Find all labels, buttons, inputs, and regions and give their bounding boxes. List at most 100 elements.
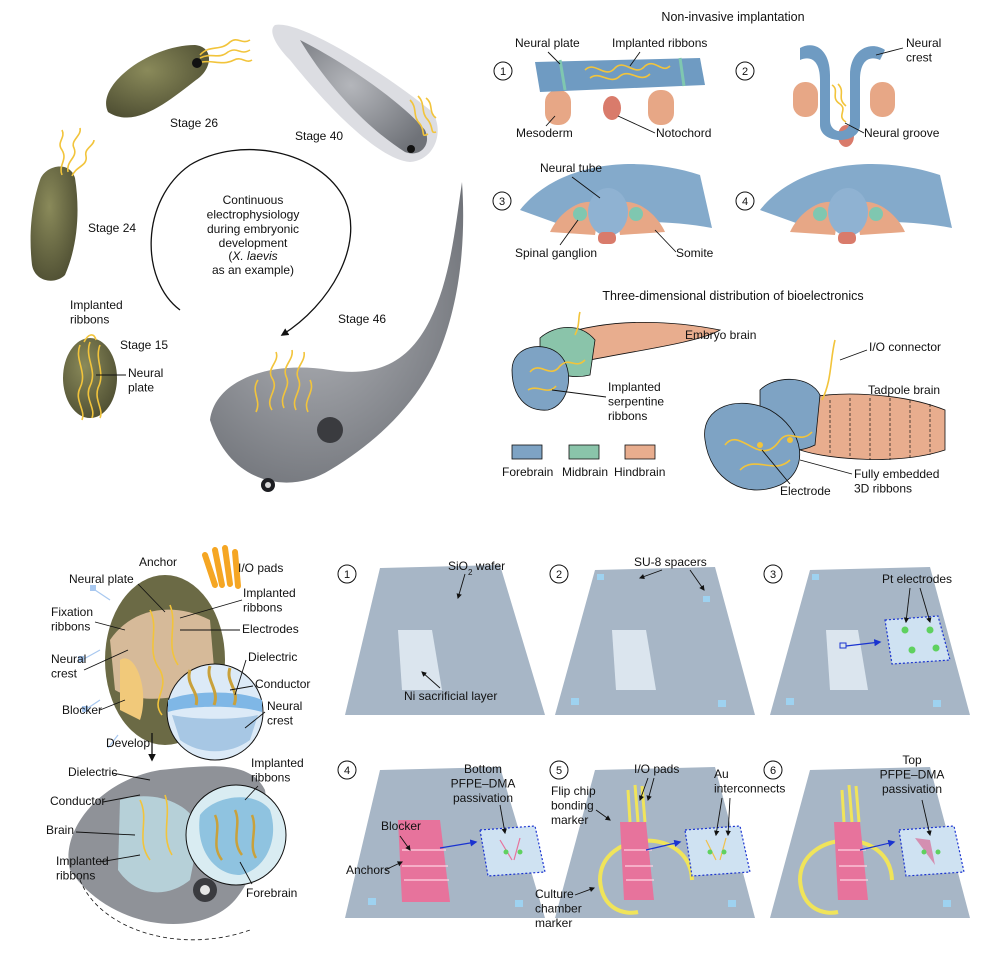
cycle-species-line: (X. laevis	[228, 249, 277, 263]
neural-plate-label-d: Neural plate	[69, 572, 134, 586]
development-cycle-arrow	[150, 148, 352, 336]
panel-e-fabrication: 1 SiO2 wafer Ni sacrificial layer 2 SU-8…	[337, 555, 970, 930]
stage-24-label: Stage 24	[88, 221, 136, 235]
implant-step-4: 4	[735, 164, 952, 244]
somite-label: Somite	[676, 246, 714, 260]
legend-swatch-forebrain	[511, 444, 543, 460]
legend-label-forebrain: Forebrain	[502, 465, 553, 479]
cycle-tail: as an example)	[212, 263, 294, 277]
dielectric-label-d: Dielectric	[248, 650, 297, 664]
stage-24-embryo	[30, 127, 95, 281]
stage-26-label: Stage 26	[170, 116, 218, 130]
implant-step-4-number: 4	[742, 196, 748, 208]
panel-b-title: Non-invasive implantation	[661, 10, 804, 24]
io-pads-label-e: I/O pads	[634, 762, 679, 776]
implant-step-3: 3	[492, 164, 712, 244]
io-pads-label-d: I/O pads	[238, 561, 283, 575]
conductor-label-d: Conductor	[255, 677, 310, 691]
develop-label: Develop	[106, 736, 150, 750]
anchor-label: Anchor	[139, 555, 177, 569]
fab-step-5-number: 5	[556, 765, 562, 777]
legend-swatch-midbrain	[568, 444, 600, 460]
stage-46-tadpole	[210, 182, 464, 492]
sio2-main: SiO	[448, 559, 468, 573]
cycle-species: X. laevis	[231, 249, 277, 263]
magnified-circle-top	[166, 663, 264, 761]
magnified-circle-bottom	[185, 784, 287, 886]
electrode-label: Electrode	[780, 484, 831, 498]
panel-c-title: Three-dimensional distribution of bioele…	[602, 289, 863, 303]
fab-step-2-number: 2	[556, 569, 562, 581]
stage-40-tadpole	[272, 24, 438, 163]
implant-step-1-number: 1	[500, 66, 506, 78]
notochord-label: Notochord	[656, 126, 711, 140]
fab-step-4: 4	[337, 760, 546, 918]
forebrain-label-d: Forebrain	[246, 886, 297, 900]
fab-step-3: 3	[763, 564, 970, 715]
stage-40-label: Stage 40	[295, 129, 343, 143]
fab-step-6-number: 6	[770, 765, 776, 777]
panel-b-implantation: Non-invasive implantation 1 Neural plate…	[492, 10, 952, 260]
implant-step-2-number: 2	[742, 66, 748, 78]
anchors-label: Anchors	[346, 863, 390, 877]
legend-swatch-hindbrain	[624, 444, 656, 460]
fab-step-2: 2	[549, 564, 755, 715]
fab-step-1-number: 1	[344, 569, 350, 581]
fab-step-4-number: 4	[344, 765, 350, 777]
implant-step-2: 2	[735, 45, 895, 147]
implant-step-1: 1	[493, 57, 705, 125]
tadpole-brain-label: Tadpole brain	[868, 383, 940, 397]
legend-label-hindbrain: Hindbrain	[614, 465, 665, 479]
stage-15-embryo	[63, 334, 117, 421]
neural-plate-label-b: Neural plate	[515, 36, 580, 50]
legend-label-midbrain: Midbrain	[562, 465, 608, 479]
fab-step-1: 1	[337, 564, 545, 715]
fab-step-5: 5	[549, 760, 755, 918]
neural-tube-label: Neural tube	[540, 161, 602, 175]
stage-26-embryo	[106, 39, 253, 118]
mesoderm-label: Mesoderm	[516, 126, 573, 140]
sio2-sub: 2	[468, 568, 473, 577]
io-connector-label: I/O connector	[869, 340, 941, 354]
pt-electrodes-label: Pt electrodes	[882, 572, 952, 586]
sio2-label: SiO2 wafer	[448, 559, 505, 577]
ni-layer-label: Ni sacrificial layer	[404, 689, 497, 703]
fab-step-6: 6	[763, 760, 970, 918]
panel-c-distribution: Three-dimensional distribution of bioele…	[502, 289, 946, 498]
tadpole-brain-drawing	[704, 339, 946, 491]
blocker-label: Blocker	[62, 703, 102, 717]
brain-legend: Forebrain Midbrain Hindbrain	[502, 444, 665, 479]
embryo-brain-drawing	[511, 311, 722, 411]
stage-46-label: Stage 46	[338, 312, 386, 326]
dielectric2-label-d: Dielectric	[68, 765, 117, 779]
blocker-label-e: Blocker	[381, 819, 421, 833]
fab-step-3-number: 3	[770, 569, 776, 581]
embryo-brain-label: Embryo brain	[685, 328, 756, 342]
brain-label-d: Brain	[46, 823, 74, 837]
su8-label: SU-8 spacers	[634, 555, 707, 569]
implant-step-3-number: 3	[499, 196, 505, 208]
electrodes-label: Electrodes	[242, 622, 299, 636]
implanted-ribbons-label-b: Implanted ribbons	[612, 36, 707, 50]
spinal-ganglion-label: Spinal ganglion	[515, 246, 597, 260]
